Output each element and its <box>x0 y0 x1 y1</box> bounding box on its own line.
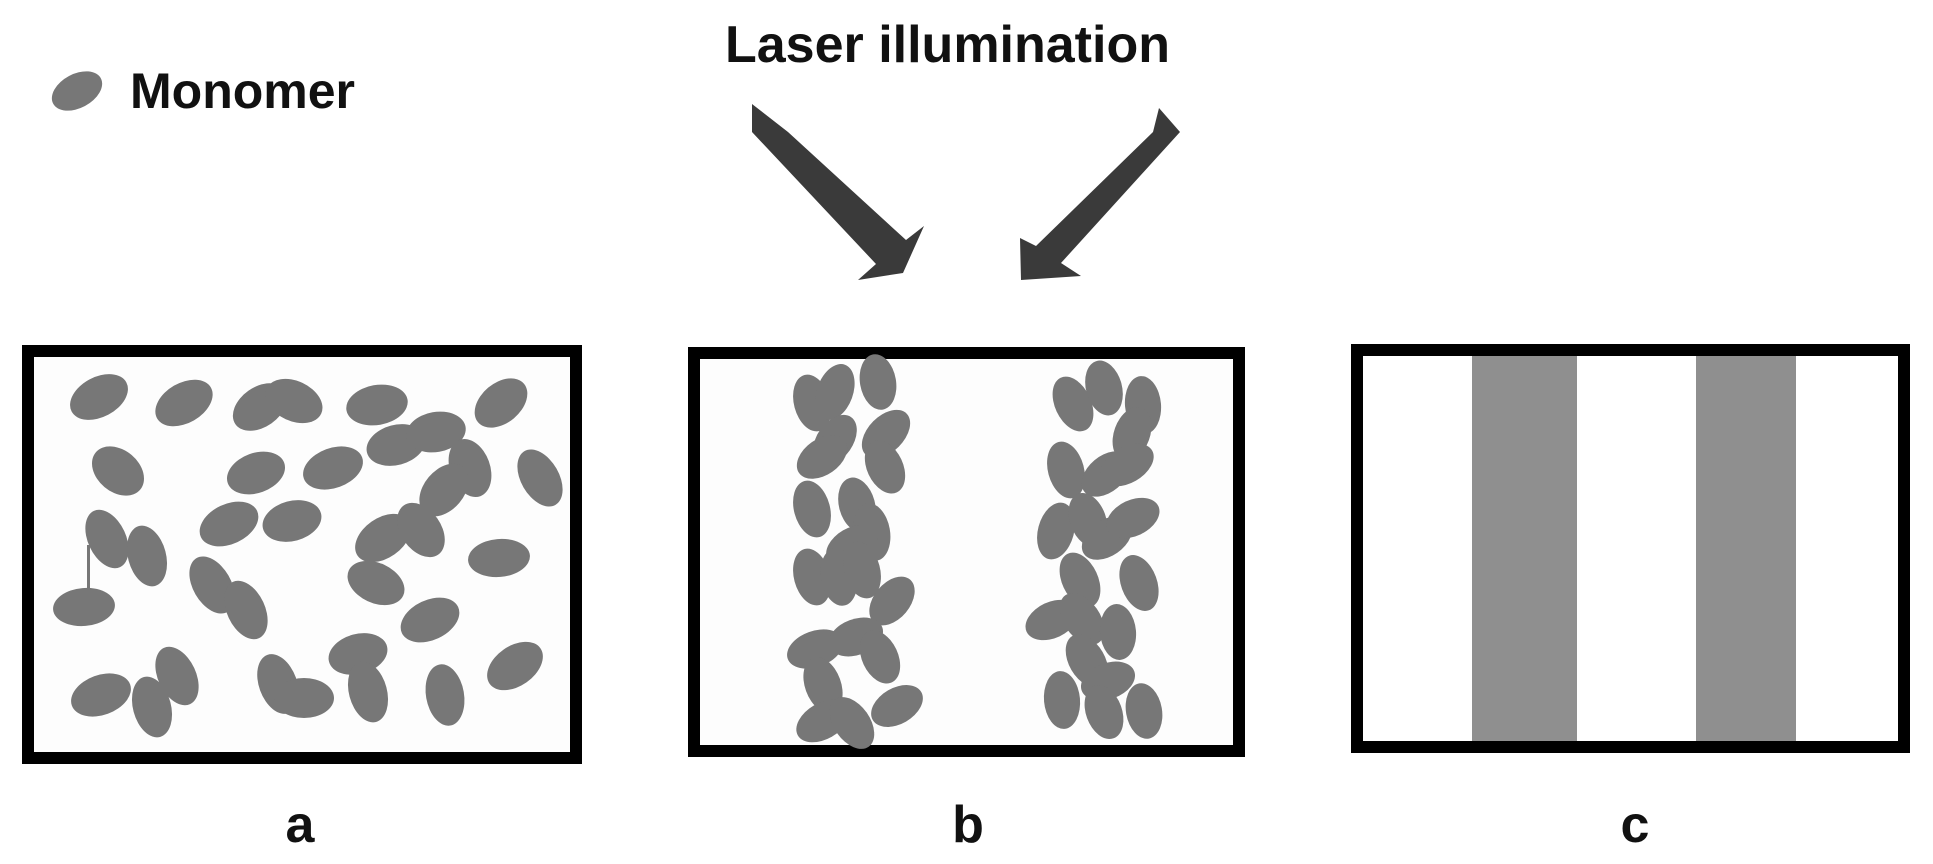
monomer <box>787 629 843 669</box>
panel-c-frame <box>1351 344 1910 753</box>
monomer <box>1100 443 1154 487</box>
monomer-tether <box>87 545 90 595</box>
monomer <box>347 661 389 723</box>
panel-a <box>22 345 582 764</box>
monomer <box>199 501 259 547</box>
monomer <box>1085 360 1123 416</box>
monomer <box>871 685 923 727</box>
monomer <box>796 435 848 479</box>
monomer <box>1043 671 1081 729</box>
monomer <box>793 548 831 606</box>
panel-a-monomers <box>53 374 563 738</box>
panel-b-label: b <box>952 796 984 854</box>
laser-illumination: Laser illumination <box>725 16 1180 280</box>
monomer <box>85 509 129 569</box>
monomer <box>406 411 466 453</box>
monomer <box>487 641 543 691</box>
monomer-ellipse-icon <box>51 71 103 111</box>
monomer <box>92 446 144 496</box>
monomer <box>517 449 563 507</box>
panel-b <box>688 347 1245 757</box>
monomer <box>226 451 286 495</box>
monomer <box>189 556 235 614</box>
monomer <box>400 597 460 643</box>
monomer <box>859 354 897 410</box>
monomer <box>859 630 901 684</box>
monomer <box>53 587 115 627</box>
monomer <box>70 374 128 420</box>
monomer <box>468 538 530 578</box>
panel-c-label: c <box>1621 796 1650 854</box>
legend-label: Monomer <box>130 63 355 119</box>
monomer <box>303 446 363 490</box>
right-arrow-icon <box>1020 108 1180 280</box>
monomer <box>71 673 131 717</box>
illumination-label: Laser illumination <box>725 16 1170 74</box>
monomer <box>224 580 268 640</box>
monomer <box>131 676 173 738</box>
monomer <box>1119 555 1159 611</box>
panel-a-label: a <box>286 796 316 854</box>
monomer <box>346 384 408 426</box>
monomer <box>474 378 528 428</box>
monomer <box>1059 593 1105 645</box>
legend: Monomer <box>51 63 355 119</box>
monomer <box>1106 497 1160 539</box>
monomer <box>803 657 843 713</box>
monomer <box>155 379 213 427</box>
panel-labels: a b c <box>286 796 1650 854</box>
monomer <box>347 560 405 606</box>
monomer <box>155 646 199 706</box>
monomer <box>843 541 881 599</box>
polymer-stripe-left <box>1472 356 1577 741</box>
monomer <box>1037 502 1075 560</box>
monomer <box>397 502 445 558</box>
monomer <box>355 513 411 563</box>
left-arrow-icon <box>752 104 924 280</box>
monomer <box>1125 683 1163 739</box>
monomer <box>1047 441 1085 499</box>
monomer <box>274 678 334 718</box>
monomer <box>815 364 855 420</box>
monomer <box>793 480 831 538</box>
monomer <box>419 463 469 517</box>
monomer <box>829 697 875 749</box>
monomer <box>869 576 915 626</box>
monomer <box>1084 684 1124 740</box>
panel-c <box>1351 344 1910 753</box>
panel-b-left-band <box>787 354 923 749</box>
polymer-stripe-right <box>1696 356 1796 741</box>
monomer <box>425 664 465 726</box>
panel-b-right-band <box>1025 360 1163 740</box>
monomer <box>864 440 906 494</box>
monomer <box>126 525 168 587</box>
monomer <box>262 500 322 542</box>
monomer <box>328 633 388 675</box>
monomer <box>1052 376 1094 432</box>
monomer <box>265 378 323 424</box>
monomer <box>1099 604 1137 660</box>
